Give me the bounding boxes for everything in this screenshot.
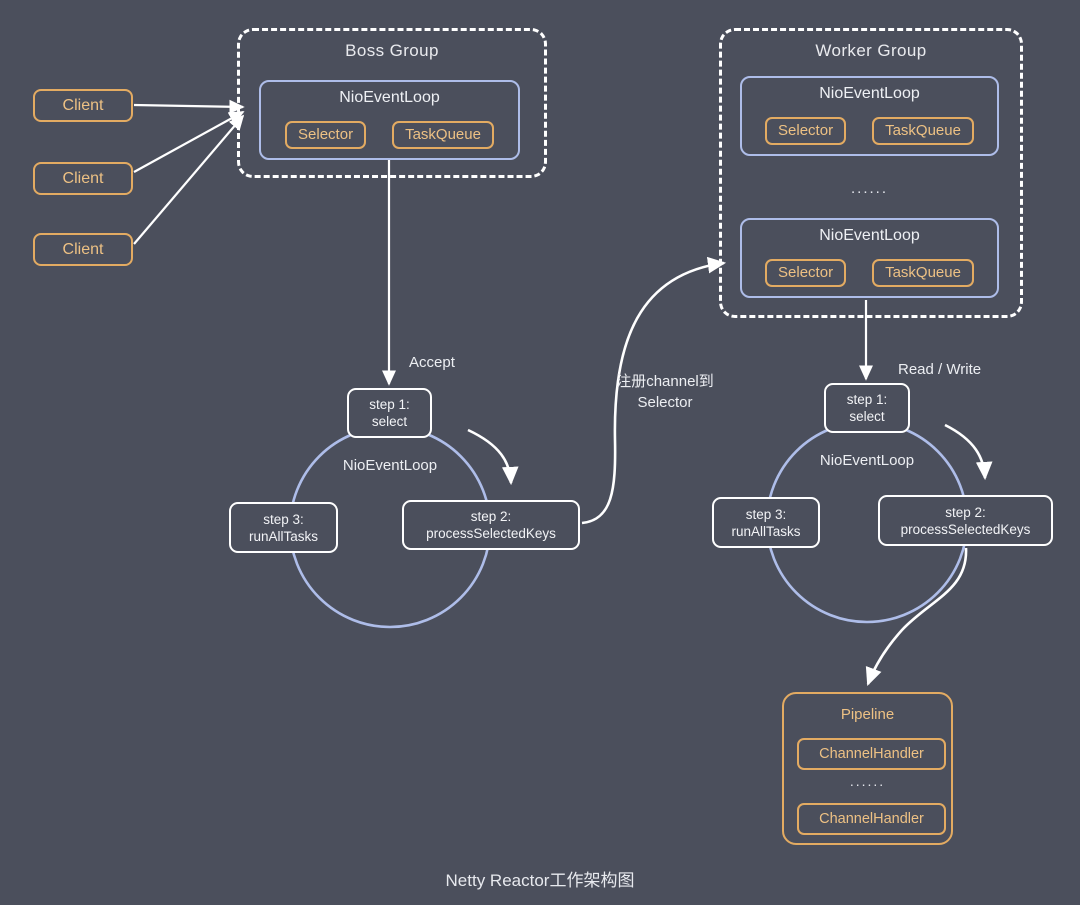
worker-step-2-box[interactable]: step 2: processSelectedKeys <box>878 495 1053 546</box>
worker-step2-to-pipeline-arrow <box>865 547 968 686</box>
boss-nioeventloop-title: NioEventLoop <box>339 89 440 106</box>
step-line-2: runAllTasks <box>731 523 801 539</box>
register-channel-line-1: 注册channel到 <box>616 373 714 390</box>
step-line-2: processSelectedKeys <box>426 526 556 541</box>
step-line-1: step 3: <box>745 506 787 522</box>
step-line-2: runAllTasks <box>248 528 319 544</box>
worker-nioeventloop-chips: Selector TaskQueue <box>742 259 997 287</box>
boss-step-1-box[interactable]: step 1: select <box>347 388 432 438</box>
accept-label: Accept <box>409 354 455 371</box>
step-line-1: step 1: <box>369 397 410 412</box>
client-box-1[interactable]: Client <box>33 89 133 122</box>
client-box-2[interactable]: Client <box>33 162 133 195</box>
boss-step-2-box[interactable]: step 2: processSelectedKeys <box>402 500 580 550</box>
boss-nioeventloop-chips: Selector TaskQueue <box>261 121 518 149</box>
worker-step-1-box[interactable]: step 1: select <box>824 383 910 433</box>
channel-handler-label: ChannelHandler <box>819 746 924 762</box>
pipeline-title: Pipeline <box>840 706 895 723</box>
client3-to-boss-arrow <box>133 114 245 245</box>
step-line-1: step 2: <box>470 509 512 524</box>
worker-nioeventloop-title: NioEventLoop <box>819 85 920 102</box>
step-line-1: step 2: <box>945 504 986 520</box>
worker-nioeventloop-card-1[interactable]: NioEventLoop Selector TaskQueue <box>740 76 999 156</box>
selector-chip[interactable]: Selector <box>285 121 367 149</box>
step-line-1: step 1: <box>846 392 888 407</box>
worker-group-ellipsis: ...... <box>850 180 888 197</box>
boss-nioeventloop-card[interactable]: NioEventLoop Selector TaskQueue <box>259 80 520 160</box>
taskqueue-chip[interactable]: TaskQueue <box>872 259 974 287</box>
client2-to-boss-arrow <box>133 111 245 173</box>
worker-nioeventloop-card-2[interactable]: NioEventLoop Selector TaskQueue <box>740 218 999 298</box>
client-label: Client <box>62 169 104 187</box>
channel-handler-label: ChannelHandler <box>819 811 924 827</box>
step-line-1: step 3: <box>263 511 304 527</box>
worker-reactor-center-label: NioEventLoop <box>819 452 915 469</box>
selector-chip[interactable]: Selector <box>765 117 847 145</box>
worker-step-3-box[interactable]: step 3: runAllTasks <box>712 497 820 548</box>
step-line-2: select <box>849 409 885 424</box>
channel-handler-1[interactable]: ChannelHandler <box>797 738 946 770</box>
taskqueue-chip[interactable]: TaskQueue <box>872 117 974 145</box>
pipeline-container[interactable]: Pipeline ChannelHandler ...... ChannelHa… <box>782 692 953 845</box>
boss-reactor-center-label: NioEventLoop <box>342 457 438 474</box>
read-write-label: Read / Write <box>898 361 982 378</box>
selector-chip[interactable]: Selector <box>765 259 847 287</box>
boss-step-3-box[interactable]: step 3: runAllTasks <box>229 502 338 553</box>
client-label: Client <box>62 96 104 114</box>
taskqueue-chip[interactable]: TaskQueue <box>392 121 494 149</box>
worker-nioeventloop-title: NioEventLoop <box>819 227 920 244</box>
boss-group-title: Boss Group <box>345 41 439 60</box>
figure-caption: Netty Reactor工作架构图 <box>445 871 635 890</box>
register-channel-line-2: Selector <box>637 394 693 411</box>
worker-nioeventloop-chips: Selector TaskQueue <box>742 117 997 145</box>
register-channel-label: 注册channel到 Selector <box>600 371 730 413</box>
pipeline-ellipsis: ...... <box>849 773 886 789</box>
step-line-2: select <box>371 414 408 429</box>
worker-group-container: Worker Group <box>719 28 1023 318</box>
step-line-2: processSelectedKeys <box>900 521 1031 537</box>
channel-handler-2[interactable]: ChannelHandler <box>797 803 946 835</box>
client-box-3[interactable]: Client <box>33 233 133 266</box>
client1-to-boss-arrow <box>133 99 245 114</box>
worker-group-title: Worker Group <box>815 41 927 60</box>
boss-group-container: Boss Group <box>237 28 547 178</box>
client-label: Client <box>62 240 104 258</box>
